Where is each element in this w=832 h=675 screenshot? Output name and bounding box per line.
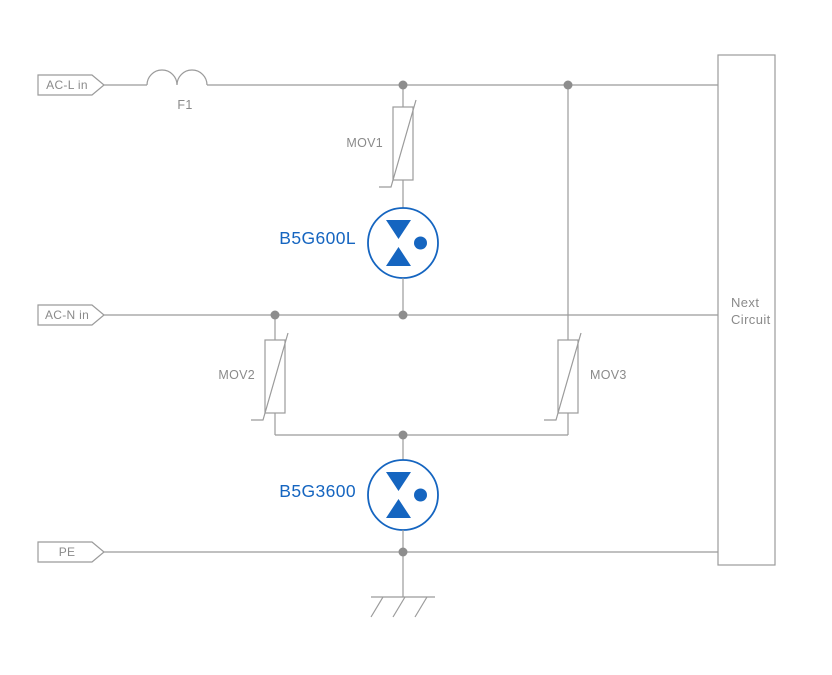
gdt1-dot-icon xyxy=(414,236,427,250)
gdt2-symbol xyxy=(367,459,439,552)
gdt2-dot-icon xyxy=(414,488,427,502)
junction-dot xyxy=(270,310,280,320)
mov2-varistor-symbol xyxy=(251,315,289,435)
mov1-label: MOV1 xyxy=(346,136,383,150)
mov2-label: MOV2 xyxy=(218,368,255,382)
junction-dot xyxy=(398,430,408,440)
gdt2-triangle-down-icon xyxy=(386,472,411,491)
junction-dot xyxy=(563,80,573,90)
terminal-label-ac-n: AC-N in xyxy=(44,308,90,322)
next-circuit-box xyxy=(717,54,776,566)
fuse-symbol xyxy=(146,69,208,86)
gdt1-triangle-up-icon xyxy=(386,247,411,266)
terminal-label-ac-l: AC-L in xyxy=(46,78,88,92)
gdt2-label: B5G3600 xyxy=(279,481,356,501)
gdt1-label: B5G600L xyxy=(279,228,356,248)
gdt2-triangle-up-icon xyxy=(386,499,411,518)
mov3-varistor-symbol xyxy=(544,85,582,435)
terminal-label-pe: PE xyxy=(58,545,76,559)
terminal-tag-ac-l xyxy=(37,74,105,96)
fuse-label: F1 xyxy=(177,98,193,112)
junction-dot xyxy=(398,310,408,320)
mov3-label: MOV3 xyxy=(590,368,627,382)
junction-dot xyxy=(398,547,408,557)
earth-ground-icon xyxy=(370,552,435,618)
mov1-varistor-symbol xyxy=(379,85,417,208)
terminal-tag-ac-n xyxy=(37,304,105,326)
junction-dot xyxy=(398,80,408,90)
next-circuit-label: Next Circuit xyxy=(731,295,771,327)
gdt1-symbol xyxy=(367,207,439,315)
terminal-tag-pe xyxy=(37,541,105,563)
gdt1-triangle-down-icon xyxy=(386,220,411,239)
